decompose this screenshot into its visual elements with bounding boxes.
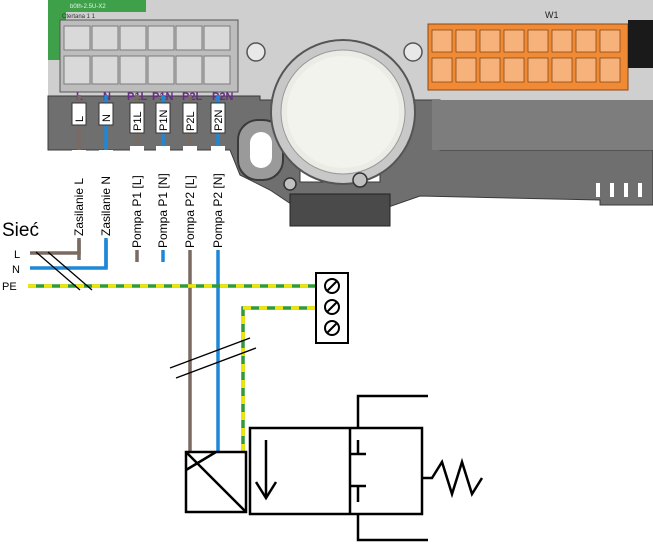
mains-label-l: L [14,249,20,261]
wire-tag-p1n: P1N [158,110,170,131]
housing-latch [289,193,391,227]
pe-valve-line-stripe [241,306,318,452]
cable-mark-valve-1 [169,337,251,369]
cable-mark-valve-2 [175,347,257,379]
wire-label-texts: Zasilanie L Zasilanie N Pompa P1 [L] Pom… [72,173,225,248]
board-label-p2l: P2L [182,91,202,103]
valve-port-top [356,394,428,428]
oval-hole-inner [250,132,272,168]
label-pompa-p1-n: Pompa P1 [N] [156,173,170,248]
solenoid-coil-diagonal [185,451,247,513]
wire-tag-n: N [101,114,113,122]
pe-terminal-block-icon [315,272,349,344]
round-cover-face [287,56,399,168]
label-pompa-p2-n: Pompa P2 [N] [211,173,225,248]
solenoid-valve-icon [184,394,484,542]
screw-icon-3 [283,177,297,191]
wire-tag-p1l: P1L [132,111,144,131]
screw-icon-2 [403,42,423,62]
grey-terminal-cells [63,25,231,85]
cable-mark-mains-1 [35,251,81,291]
pcb-text-1: b0th-2.5U-X2 [70,4,106,10]
controller-board: b0th-2.5U-X2 Ctertana 1 1 W1 [47,0,653,227]
label-pompa-p1-l: Pompa P1 [L] [130,175,144,248]
screw-icon [246,42,266,62]
wire-tag-texts: L N P1L P1N P2L P2N [74,110,225,131]
valve-body [248,426,424,516]
spring-icon [422,457,484,499]
mains-label-n: N [12,264,20,276]
pcb-text-3: W1 [545,10,559,20]
valve-port-bottom [356,514,428,542]
mains-l-line [30,240,81,255]
label-zasilanie-n: Zasilanie N [99,176,113,236]
label-zasilanie-l: Zasilanie L [72,178,86,236]
board-label-p2n: P2N [212,91,233,103]
cable-mark-mains-2 [47,251,93,291]
solenoid-coil-stroke [185,450,217,472]
mains-label-pe: PE [2,281,17,293]
valve-flow-arrowhead [254,481,278,501]
screw-icon-4 [352,172,368,188]
cable-marks [35,251,257,379]
housing-vent-slots [596,183,642,197]
wire-tags [71,102,226,134]
orange-terminal-cells [431,29,621,83]
mains-title: Sieć [2,220,39,241]
label-pompa-p2-l: Pompa P2 [L] [183,175,197,248]
wire-tag-p2l: P2L [185,111,197,131]
housing-right-panel [432,100,653,150]
black-component [628,20,653,68]
pcb-green-label-area [56,0,146,12]
wire-label-boxes [72,146,225,250]
wire-tag-l: L [74,116,86,122]
pcb-text-2: Ctertana 1 1 [62,14,96,20]
wire-tag-p2n: P2N [213,110,225,131]
